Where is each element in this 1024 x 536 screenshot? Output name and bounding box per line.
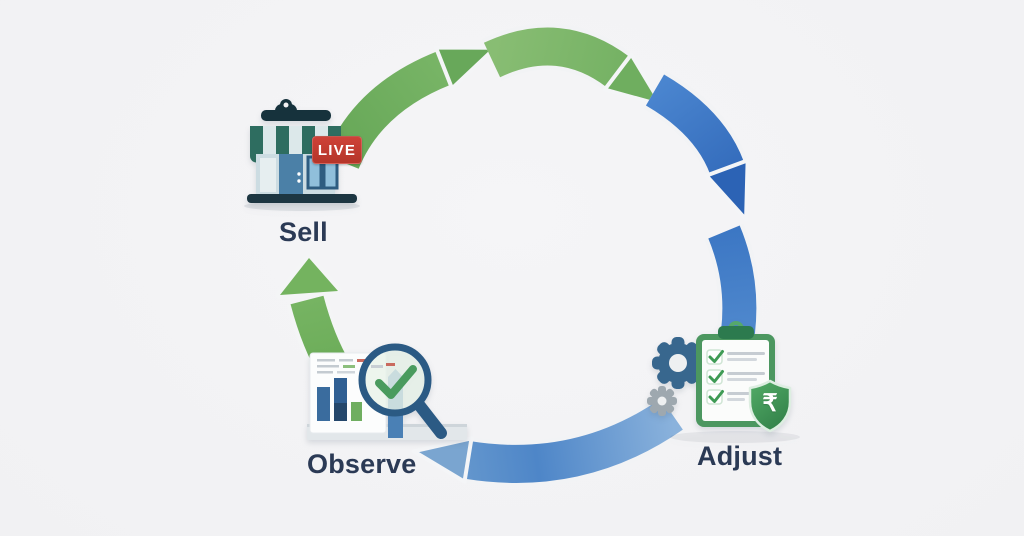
step-label-sell: Sell: [279, 217, 328, 247]
storefront-live-icon: [244, 99, 360, 211]
rupee-symbol: ₹: [762, 390, 778, 417]
arrow-right-blue-segment: [643, 70, 750, 222]
magnifier-icon: [358, 343, 447, 439]
gear-icon: [652, 337, 704, 389]
store-sign-clip: [261, 99, 331, 121]
rupee-shield-icon: [748, 379, 792, 433]
arrow-adjust-to-observe: [411, 394, 686, 487]
arrow-into-adjust: [704, 223, 761, 335]
store-door: [279, 154, 303, 196]
live-badge: LIVE: [312, 136, 362, 164]
step-label-observe: Observe: [307, 449, 417, 479]
small-gear-icon: [647, 386, 677, 416]
clipboard-gears-shield-icon: [647, 321, 800, 443]
arrow-top-green-segment: [482, 23, 664, 108]
bar-chart-magnifier-icon: [307, 343, 467, 440]
store-base: [247, 194, 357, 203]
step-label-adjust: Adjust: [697, 441, 783, 471]
